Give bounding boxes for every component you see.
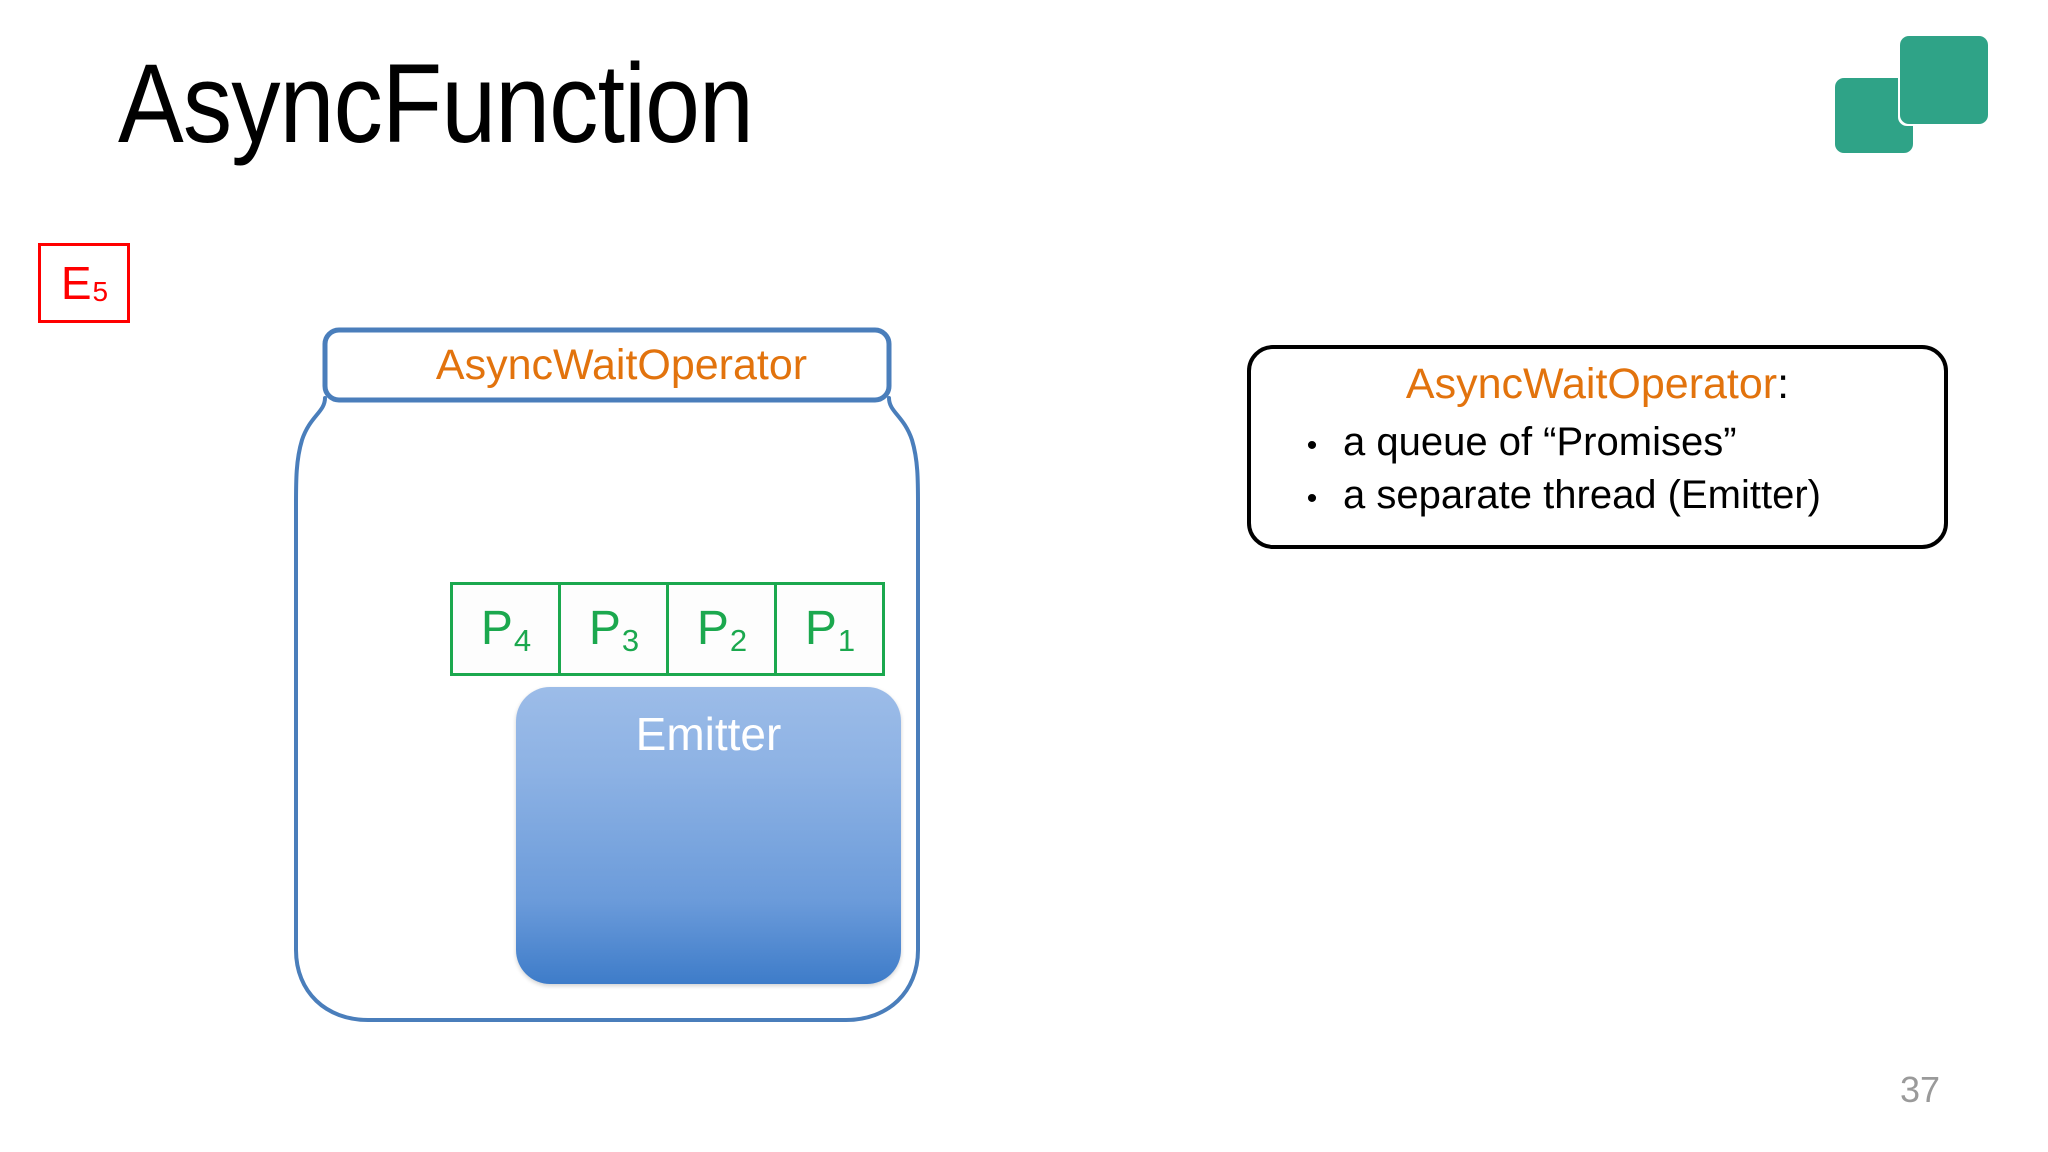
emitter-block: Emitter (516, 687, 901, 984)
badge-letter: E (60, 257, 92, 309)
bullet-glyph-icon: • (1306, 482, 1318, 515)
page-title: AsyncFunction (118, 41, 754, 166)
list-item: • a queue of “Promises” (1281, 421, 1934, 463)
callout-box: AsyncWaitOperator: • a queue of “Promise… (1247, 345, 1948, 549)
list-item: • a separate thread (Emitter) (1281, 474, 1934, 516)
two-squares-logo (1835, 36, 1988, 153)
logo-square-front (1900, 36, 1988, 124)
queue-cell-subscript: 2 (729, 622, 748, 658)
queue-cell-subscript: 1 (837, 622, 856, 658)
queue-cell-label: P (804, 602, 837, 655)
list-item-label: a queue of “Promises” (1343, 420, 1737, 464)
queue-cell-subscript: 3 (621, 622, 640, 658)
list-item-label: a separate thread (Emitter) (1343, 473, 1821, 517)
queue-cell-label: P (696, 602, 729, 655)
badge-subscript: 5 (92, 276, 109, 307)
callout-bullet-list: • a queue of “Promises” • a separate thr… (1281, 421, 1934, 527)
queue-cell-label: P (588, 602, 621, 655)
callout-title-accent: AsyncWaitOperator (1405, 360, 1778, 408)
queue-cell-label: P (480, 602, 513, 655)
bullet-glyph-icon: • (1306, 429, 1318, 462)
callout-title-suffix: : (1777, 360, 1790, 408)
emitter-label: Emitter (635, 708, 782, 760)
page-number: 37 (1900, 1069, 1941, 1110)
queue-cell-subscript: 4 (513, 622, 532, 658)
callout-title: AsyncWaitOperator: (1251, 363, 1944, 406)
